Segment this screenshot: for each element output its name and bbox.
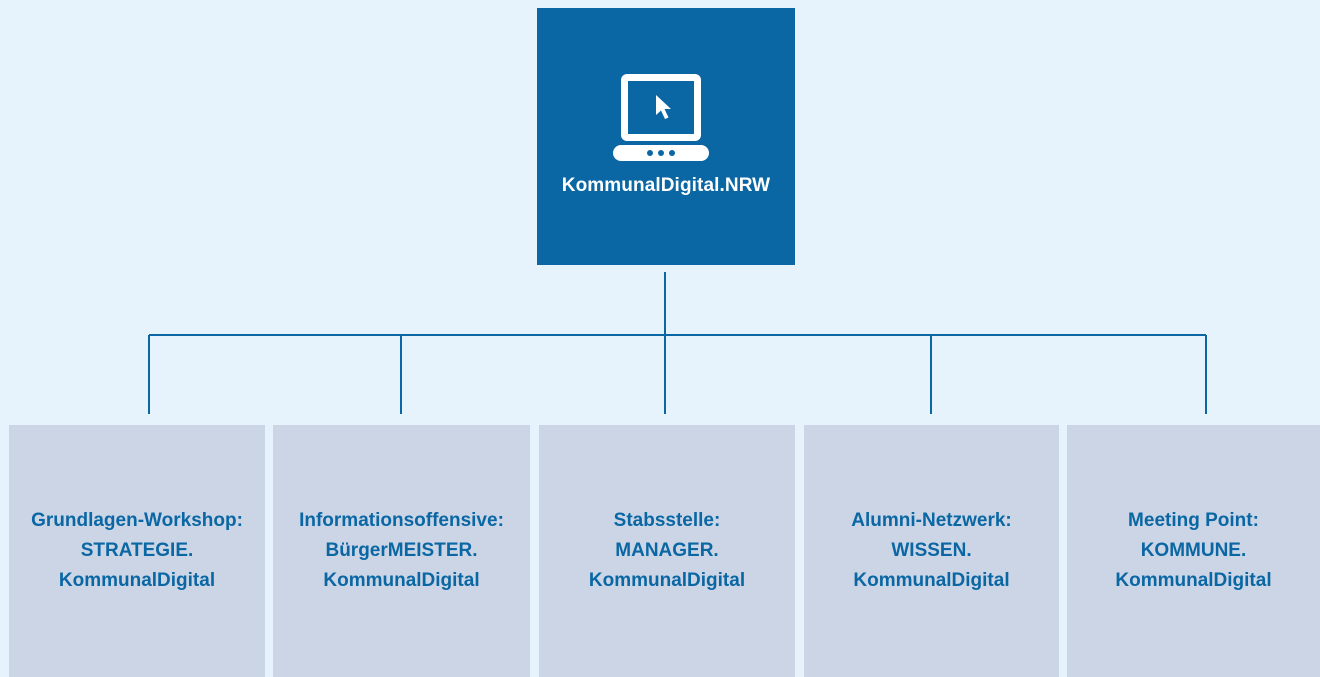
child-node-brand: KommunalDigital <box>853 570 1010 591</box>
child-node-grundlagen-workshop: Grundlagen-Workshop: STRATEGIE. Kommunal… <box>9 425 265 677</box>
child-node-subtitle: WISSEN. <box>891 540 972 561</box>
child-node-text: Stabsstelle: MANAGER. KommunalDigital <box>589 506 745 596</box>
child-node-alumni-netzwerk: Alumni-Netzwerk: WISSEN. KommunalDigital <box>804 425 1059 677</box>
child-node-title: Informationsoffensive: <box>299 510 504 531</box>
child-node-text: Alumni-Netzwerk: WISSEN. KommunalDigital <box>851 506 1011 596</box>
child-node-title: Meeting Point: <box>1128 510 1259 531</box>
child-node-stabsstelle: Stabsstelle: MANAGER. KommunalDigital <box>539 425 795 677</box>
child-node-text: Informationsoffensive: BürgerMEISTER. Ko… <box>299 506 504 596</box>
child-node-brand: KommunalDigital <box>323 570 480 591</box>
child-node-subtitle: KOMMUNE. <box>1140 540 1247 561</box>
child-node-text: Meeting Point: KOMMUNE. KommunalDigital <box>1115 506 1271 596</box>
child-node-informationsoffensive: Informationsoffensive: BürgerMEISTER. Ko… <box>273 425 530 677</box>
child-node-text: Grundlagen-Workshop: STRATEGIE. Kommunal… <box>31 506 243 596</box>
child-node-subtitle: STRATEGIE. <box>80 540 194 561</box>
child-node-title: Alumni-Netzwerk: <box>851 510 1012 531</box>
child-node-brand: KommunalDigital <box>58 570 216 591</box>
child-node-title: Stabsstelle: <box>613 510 721 531</box>
child-node-title: Grundlagen-Workshop: <box>31 510 243 531</box>
laptop-cursor-icon <box>613 74 709 161</box>
child-node-subtitle: BürgerMEISTER. <box>325 540 478 561</box>
root-node-label: KommunalDigital.NRW <box>561 175 771 196</box>
root-node-kommunaldigital: KommunalDigital.NRW <box>537 8 795 265</box>
child-node-subtitle: MANAGER. <box>615 540 719 561</box>
child-node-brand: KommunalDigital <box>588 570 746 591</box>
child-node-brand: KommunalDigital <box>1115 570 1272 591</box>
child-node-meeting-point: Meeting Point: KOMMUNE. KommunalDigital <box>1067 425 1320 677</box>
